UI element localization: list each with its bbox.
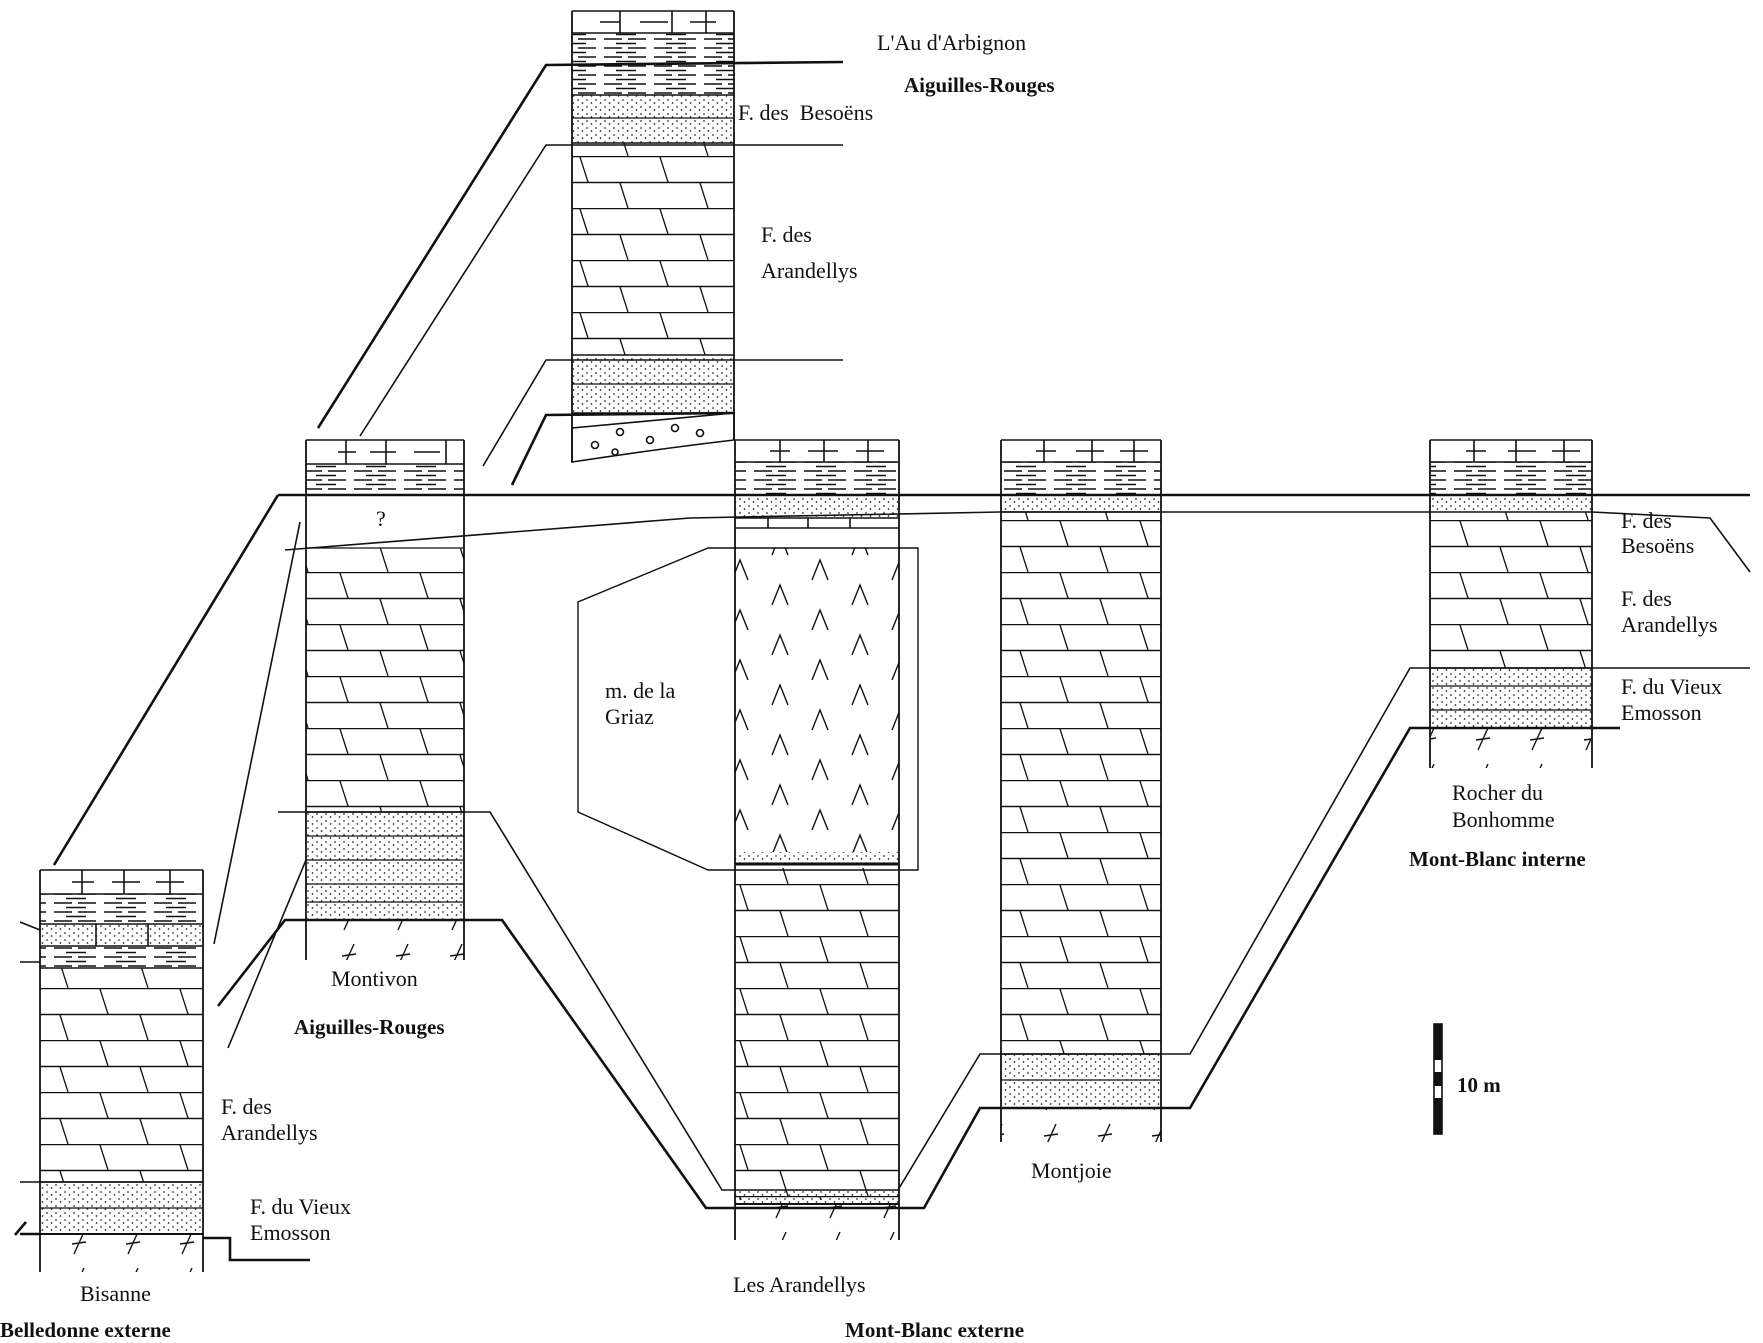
label-bonhomme-1: Rocher du [1452, 780, 1543, 805]
column-bisanne [39, 869, 204, 1272]
column-montjoie [1000, 439, 1162, 1142]
label-scale: 10 m [1457, 1073, 1501, 1097]
column-rocher-du-bonhomme [1429, 439, 1593, 768]
labels: L'Au d'Arbignon Aiguilles-Rouges F. des … [0, 30, 1722, 1342]
label-arbignon-name: L'Au d'Arbignon [877, 30, 1026, 55]
label-arbignon-region: Aiguilles-Rouges [904, 73, 1055, 97]
label-bisanne-arandellys-2: Arandellys [221, 1120, 318, 1145]
label-griaz-1: m. de la [605, 678, 675, 703]
label-arbignon-arandellys-1: F. des [761, 222, 812, 247]
label-montivon-question: ? [376, 506, 386, 531]
label-montivon-name: Montivon [331, 966, 418, 991]
label-montjoie-name: Montjoie [1031, 1158, 1112, 1183]
label-right-arandellys-1: F. des [1621, 586, 1672, 611]
correlation-lines [14, 60, 1751, 1262]
label-bisanne-arandellys-1: F. des [221, 1094, 272, 1119]
label-right-vieux-1: F. du Vieux [1621, 674, 1722, 699]
column-les-arandellys [734, 439, 900, 1240]
label-bisanne-vieux-2: Emosson [250, 1220, 331, 1245]
label-mont-blanc-interne: Mont-Blanc interne [1409, 847, 1586, 871]
column-arbignon [571, 10, 735, 463]
label-right-besoens-1: F. des [1621, 508, 1672, 533]
label-arbignon-arandellys-2: Arandellys [761, 258, 858, 283]
label-bonhomme-2: Bonhomme [1452, 807, 1555, 832]
label-right-vieux-2: Emosson [1621, 700, 1702, 725]
label-right-arandellys-2: Arandellys [1621, 612, 1718, 637]
label-griaz-2: Griaz [605, 704, 654, 729]
label-arandellys-name: Les Arandellys [733, 1272, 866, 1297]
label-right-besoens-2: Besoëns [1621, 533, 1694, 558]
label-montivon-region: Aiguilles-Rouges [294, 1015, 445, 1039]
label-belledonne-externe: Belledonne externe [0, 1318, 171, 1342]
label-bisanne-name: Bisanne [80, 1281, 151, 1306]
label-arbignon-besoens: F. des Besoëns [738, 100, 873, 125]
griaz-lens-outline [577, 547, 919, 871]
label-bisanne-vieux-1: F. du Vieux [250, 1194, 351, 1219]
label-mont-blanc-externe: Mont-Blanc externe [845, 1318, 1024, 1342]
scale-bar [1433, 1023, 1443, 1135]
column-montivon [305, 439, 465, 960]
